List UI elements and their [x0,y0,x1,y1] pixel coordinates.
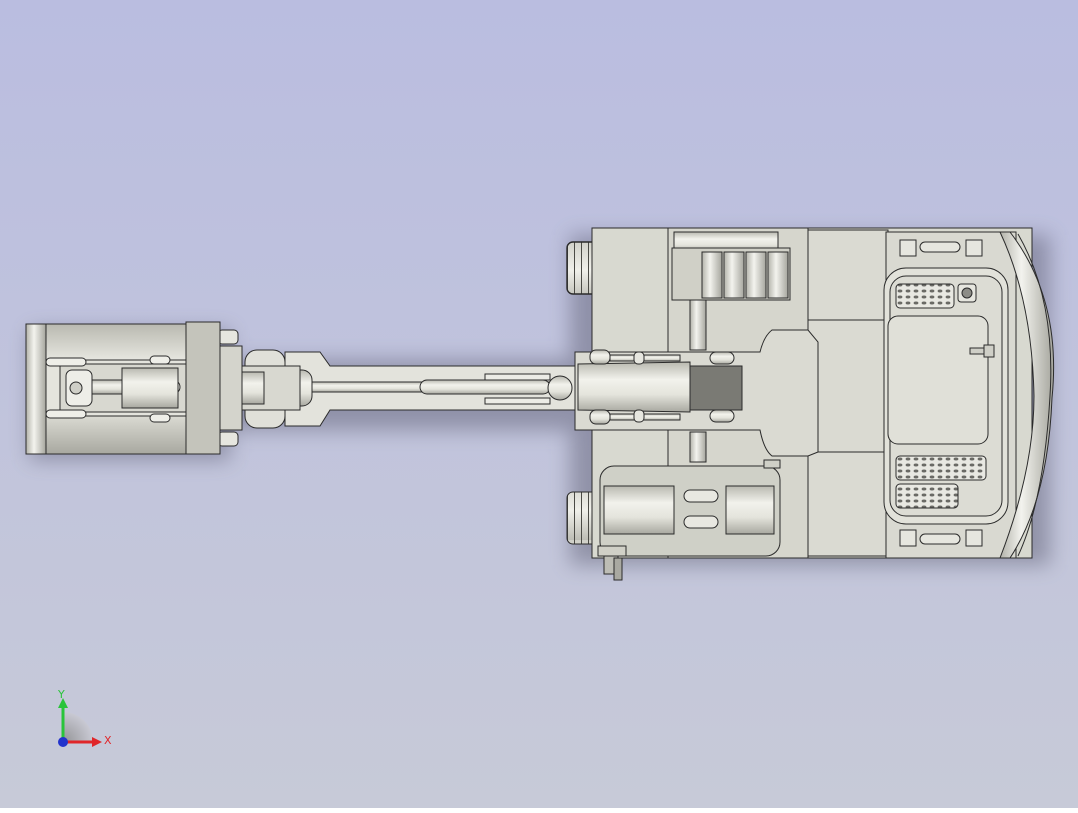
triad-z-axis [58,737,68,747]
excavator-model [25,227,1055,581]
reference-triad [58,698,102,747]
step-bracket [597,545,627,581]
boom-foot [574,299,819,463]
arm [284,351,576,427]
bucket [25,321,221,455]
triad-x-label: X [104,734,112,747]
upper-structure [591,227,1055,559]
triad-quadrant [63,712,93,742]
triad-y-label: Y [58,688,65,701]
